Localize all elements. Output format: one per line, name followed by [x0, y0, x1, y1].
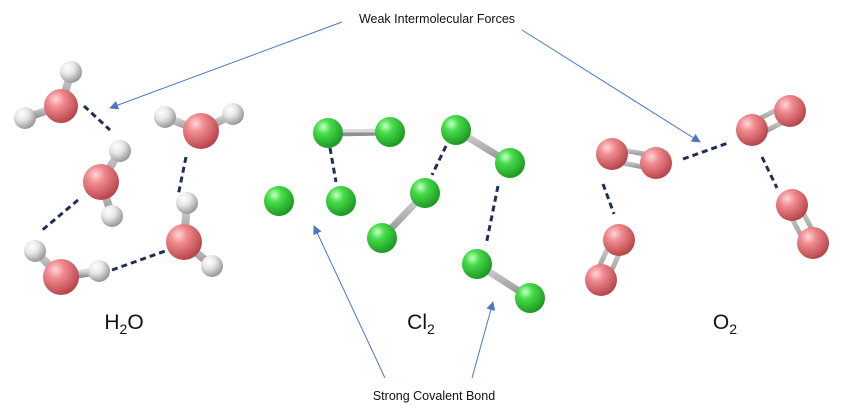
water-formula-label: H2O — [104, 311, 143, 337]
hydrogen-atom — [24, 240, 46, 262]
chlorine-atom — [326, 186, 356, 216]
water-force-dash — [111, 248, 169, 272]
chlorine-molecule — [313, 117, 405, 148]
chlorine-atom — [462, 249, 492, 279]
oxygen-atom — [797, 227, 829, 259]
water-cluster — [14, 61, 244, 295]
oxygen-atom — [596, 138, 628, 170]
weak-forces-label: Weak Intermolecular Forces — [359, 12, 515, 26]
oxygen-atom — [776, 189, 808, 221]
water-molecule — [154, 103, 244, 149]
oxygen-molecule — [596, 138, 672, 179]
hydrogen-atom — [176, 192, 198, 214]
chlorine-atom — [313, 118, 343, 148]
chlorine-force-dash — [328, 147, 338, 183]
chlorine-force-dash — [430, 145, 448, 176]
water-force-dash — [39, 198, 79, 234]
oxygen-force-dash — [682, 141, 729, 161]
chlorine-molecule — [441, 115, 525, 178]
oxygen-formula-label: O2 — [713, 311, 737, 337]
covalent-arrow-to-chlorine-right — [471, 301, 496, 379]
chlorine-atom — [495, 148, 525, 178]
chlorine-molecule — [367, 178, 440, 253]
oxygen-atom — [585, 264, 617, 296]
pointer-arrows — [109, 21, 701, 379]
chlorine-atom — [441, 115, 471, 145]
water-force-dash — [82, 104, 112, 132]
weak-force-arrow-to-oxygen — [521, 29, 701, 143]
chlorine-atom — [264, 186, 294, 216]
water-force-dash — [176, 156, 188, 197]
oxygen-atom — [43, 259, 79, 295]
oxygen-atom — [83, 164, 119, 200]
hydrogen-atom — [109, 140, 131, 162]
oxygen-atom — [736, 114, 768, 146]
chlorine-atom — [375, 117, 405, 147]
weak-force-arrow-to-water — [109, 21, 343, 110]
chlorine-atom — [410, 178, 440, 208]
oxygen-atom — [603, 224, 635, 256]
hydrogen-atom — [101, 205, 123, 227]
chlorine-force-dash — [484, 185, 500, 246]
hydrogen-atom — [201, 255, 223, 277]
water-molecule — [83, 140, 131, 227]
chlorine-cluster — [264, 115, 545, 313]
chlorine-atom — [367, 223, 397, 253]
oxygen-atom — [166, 224, 202, 260]
oxygen-molecule — [776, 189, 829, 259]
oxygen-atom — [640, 147, 672, 179]
hydrogen-atom — [222, 103, 244, 125]
chlorine-atom — [515, 283, 545, 313]
hydrogen-atom — [88, 260, 110, 282]
covalent-bond-label: Strong Covalent Bond — [373, 389, 495, 403]
hydrogen-atom — [14, 107, 36, 129]
oxygen-force-dash — [601, 183, 616, 215]
water-molecule — [166, 192, 223, 277]
covalent-arrow-to-chlorine-left — [313, 225, 386, 379]
water-molecule — [14, 61, 82, 129]
oxygen-atom — [183, 113, 219, 149]
chlorine-formula-label: Cl2 — [407, 311, 435, 337]
chlorine-molecule — [462, 249, 545, 313]
chlorine-molecule — [264, 186, 356, 216]
oxygen-atom — [44, 89, 78, 123]
oxygen-molecule — [585, 224, 635, 296]
oxygen-force-dash — [760, 156, 779, 189]
oxygen-cluster — [585, 95, 829, 296]
oxygen-atom — [774, 95, 806, 127]
oxygen-molecule — [736, 95, 806, 146]
hydrogen-atom — [60, 61, 82, 83]
hydrogen-atom — [154, 106, 176, 128]
weak-force-dashes — [39, 104, 779, 272]
water-molecule — [24, 240, 110, 295]
